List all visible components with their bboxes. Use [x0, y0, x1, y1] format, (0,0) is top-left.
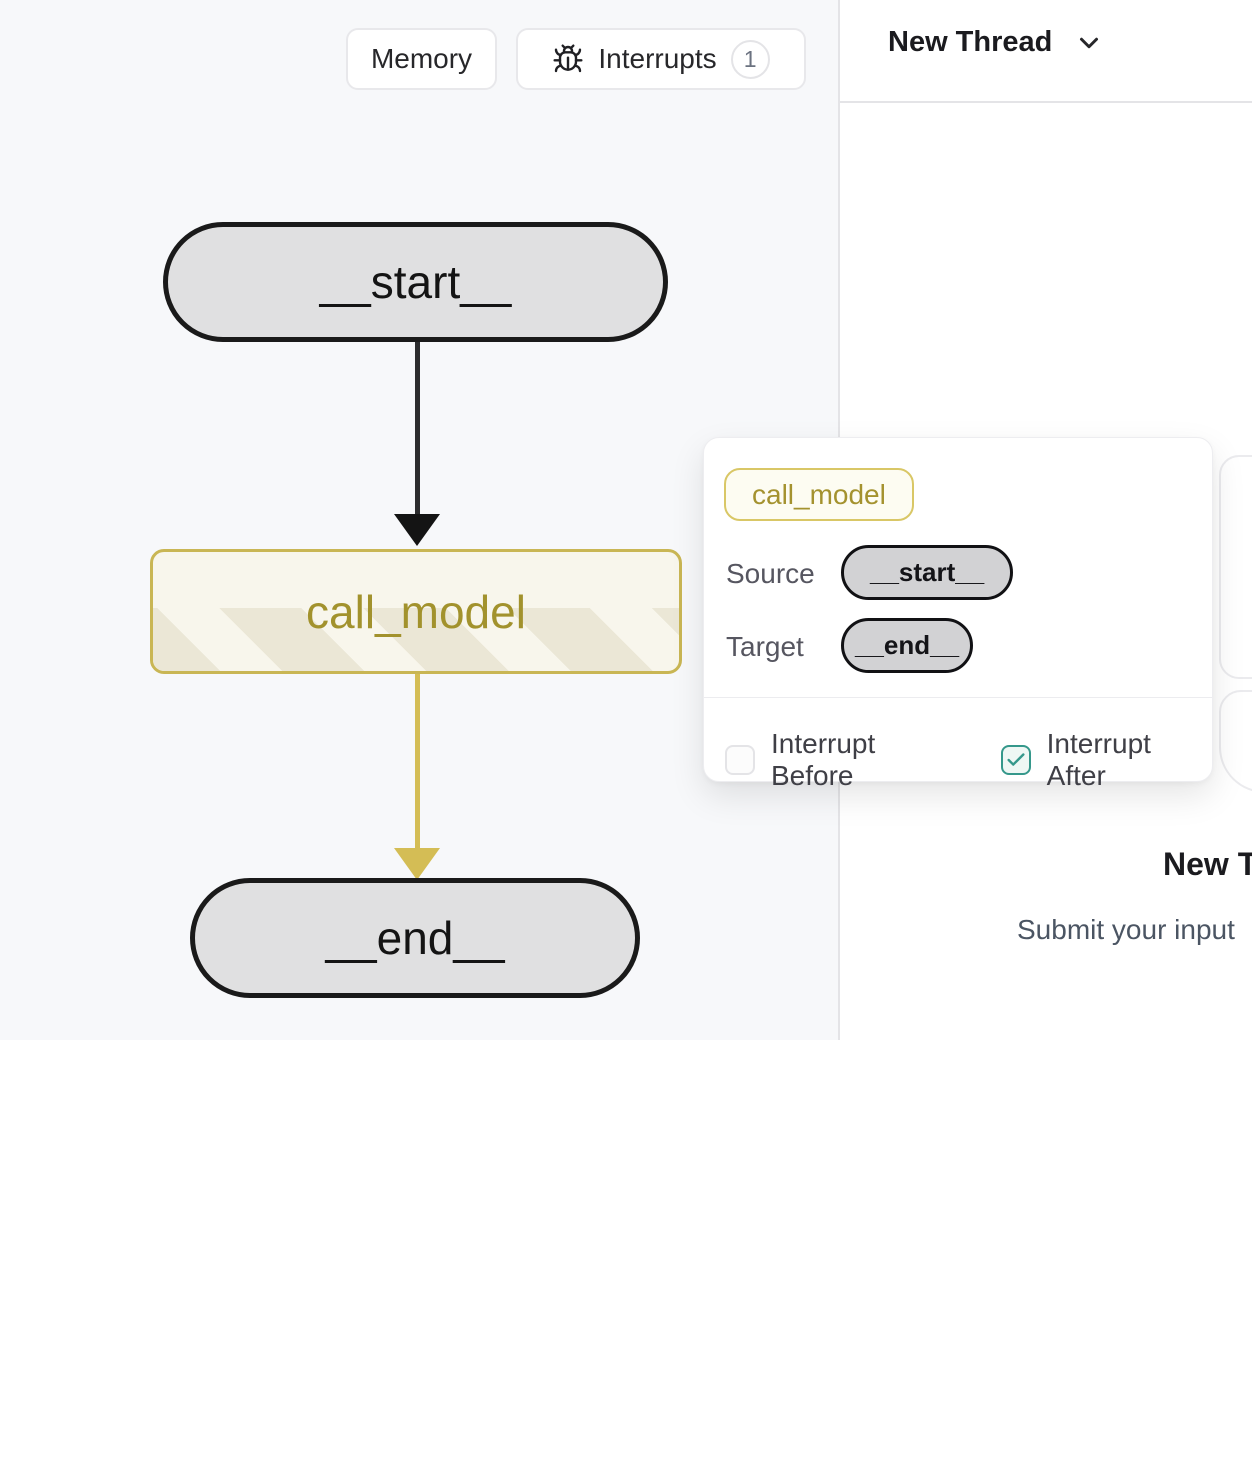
interrupt-after-checkbox[interactable]: [1000, 745, 1031, 775]
graph-node-end[interactable]: __end__: [190, 878, 640, 998]
target-label: Target: [726, 631, 804, 662]
interrupt-before-checkbox[interactable]: [725, 745, 755, 775]
interrupt-before-label: Interrupt Before: [771, 728, 876, 791]
edge-arrowhead-black: [394, 514, 440, 546]
chevron-down-icon: [1074, 28, 1104, 58]
edge-start-to-callmodel: [415, 342, 420, 514]
graph-node-call-model[interactable]: call_model: [150, 549, 682, 674]
input-card-partial: [1219, 455, 1252, 679]
graph-canvas[interactable]: Memory Interrupts 1 __start__ call_model…: [0, 0, 838, 1040]
memory-button[interactable]: Memory: [346, 28, 497, 90]
empty-state-title: New Thread: [1163, 846, 1252, 882]
node-detail-popover: call_model Source __start__ Target __end…: [703, 437, 1213, 791]
interrupt-after-label: Interrupt After: [1046, 728, 1151, 791]
thread-selector-dropdown[interactable]: New Thread: [888, 26, 1104, 59]
interrupts-button-label: Interrupts: [598, 43, 717, 74]
graph-node-call-model-label: call_model: [306, 585, 526, 638]
popover-divider: [704, 697, 1212, 698]
interrupts-count-badge: 1: [730, 39, 770, 79]
graph-node-start[interactable]: __start__: [163, 222, 668, 342]
interrupt-stripes-pattern: [153, 607, 679, 671]
graph-node-start-label: __start__: [319, 256, 512, 308]
memory-button-label: Memory: [370, 43, 473, 74]
source-value-pill: __start__: [841, 545, 1014, 600]
edge-callmodel-to-end: [415, 674, 420, 850]
empty-state-subtitle: Submit your input: [1017, 914, 1235, 945]
graph-node-end-label: __end__: [325, 912, 505, 964]
interrupt-options-row: Interrupt Before Interrupt After: [725, 728, 1212, 792]
thread-title: New Thread: [888, 26, 1053, 58]
popover-node-chip-label: call_model: [752, 478, 886, 510]
edge-arrowhead-gold: [394, 848, 440, 880]
interrupts-button[interactable]: Interrupts 1: [516, 28, 806, 90]
source-label: Source: [726, 558, 815, 589]
popover-node-chip: call_model: [724, 468, 914, 521]
header-divider: [840, 101, 1252, 103]
bug-icon: [552, 43, 584, 75]
target-value-pill: __end__: [841, 618, 973, 673]
checkmark-icon: [1005, 749, 1027, 771]
